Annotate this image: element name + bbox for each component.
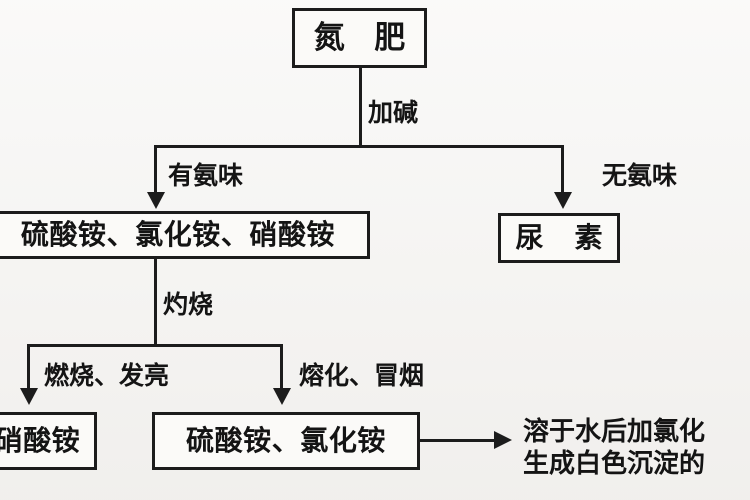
edge-split-bus-top bbox=[154, 145, 564, 148]
edge-label-add-alkali: 加碱 bbox=[368, 98, 419, 127]
node-label: 硫酸铵、氯化铵、硝酸铵 bbox=[20, 218, 336, 251]
edge-right-branch-bottom bbox=[280, 344, 283, 391]
edge-left-branch-top bbox=[154, 145, 157, 195]
arrow-right-icon bbox=[494, 431, 512, 449]
edge-label-melt-and-smoke: 熔化、冒烟 bbox=[299, 361, 425, 390]
node-urea[interactable]: 尿 素 bbox=[498, 213, 620, 263]
arrow-down-icon bbox=[273, 388, 291, 405]
arrow-down-icon bbox=[20, 388, 38, 405]
edge-ammonium-stem bbox=[154, 259, 157, 345]
node-label: 硝酸铵 bbox=[0, 424, 81, 457]
edge-label-burn-and-glow: 燃烧、发亮 bbox=[44, 361, 170, 390]
edge-left-branch-bottom bbox=[27, 344, 30, 391]
edge-label-ignite: 灼烧 bbox=[163, 290, 214, 319]
edge-to-note bbox=[420, 439, 496, 442]
node-label: 氮 肥 bbox=[313, 19, 415, 56]
arrow-down-icon bbox=[554, 192, 572, 209]
node-ammonium-sulfate-and-chloride[interactable]: 硫酸铵、氯化铵 bbox=[152, 412, 420, 470]
note-line-2: 生成白色沉淀的 bbox=[523, 448, 706, 479]
edge-fertilizer-stem bbox=[359, 68, 362, 147]
arrow-down-icon bbox=[147, 192, 165, 209]
edge-split-bus-bottom bbox=[27, 344, 283, 347]
note-line-1: 溶于水后加氯化 bbox=[523, 417, 706, 447]
edge-label-has-ammonia-smell: 有氨味 bbox=[168, 161, 244, 190]
edge-right-branch-top bbox=[561, 145, 564, 195]
note-white-precipitate: 溶于水后加氯化 生成白色沉淀的 bbox=[523, 417, 705, 480]
node-ammonium-nitrate[interactable]: 硝酸铵 bbox=[0, 412, 97, 470]
node-ammonium-salts[interactable]: 硫酸铵、氯化铵、硝酸铵 bbox=[0, 211, 370, 259]
node-nitrogen-fertilizer[interactable]: 氮 肥 bbox=[292, 8, 427, 68]
node-label: 硫酸铵、氯化铵 bbox=[186, 424, 386, 457]
edge-label-no-ammonia-smell: 无氨味 bbox=[602, 161, 678, 190]
node-label: 尿 素 bbox=[515, 221, 614, 254]
